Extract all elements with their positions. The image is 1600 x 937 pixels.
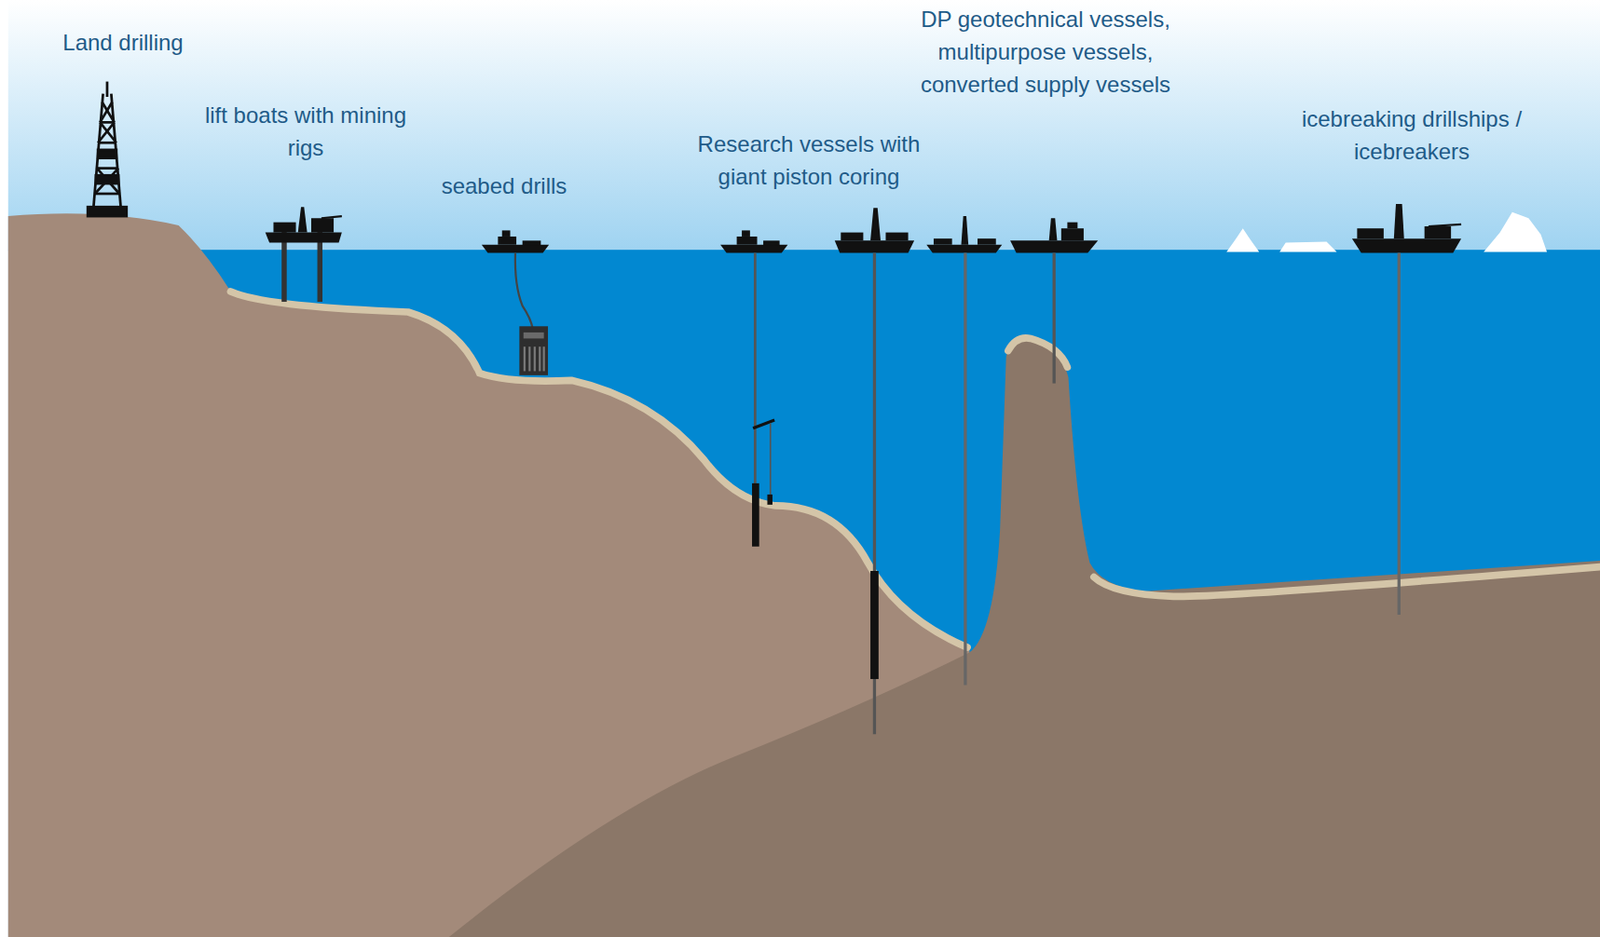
vessel-label: Research vessels with giant piston corin… — [673, 127, 944, 193]
drill-string — [963, 252, 967, 685]
supply-vessel — [1010, 218, 1098, 253]
margin — [0, 0, 9, 937]
lower-rock-layer — [449, 336, 1600, 937]
dp-geotechnical-vessel — [834, 207, 915, 253]
drill-string — [870, 252, 879, 735]
sky — [0, 0, 1600, 251]
vessel-label: lift boats with mining rigs — [203, 98, 409, 165]
land-derrick — [87, 82, 127, 217]
multipurpose-vessel — [926, 216, 1002, 253]
drill-string — [1052, 252, 1056, 383]
seabed-drill-vessel — [481, 230, 549, 253]
vessel-label: Land drilling — [20, 26, 226, 59]
drill-string — [1397, 252, 1401, 616]
piston-corer — [752, 252, 775, 547]
sediment-layer — [230, 291, 1600, 648]
seabed-drill-rig — [519, 326, 548, 376]
lift-boat — [265, 206, 342, 302]
umbilical-cable — [515, 252, 534, 329]
vessel-label: DP geotechnical vessels, multipurpose ve… — [891, 2, 1200, 101]
icebreaking-drillship — [1352, 204, 1462, 254]
research-vessel — [720, 230, 788, 253]
vessel-label: seabed drills — [401, 169, 607, 203]
vessel-label: icebreaking drillships / icebreakers — [1271, 102, 1552, 168]
